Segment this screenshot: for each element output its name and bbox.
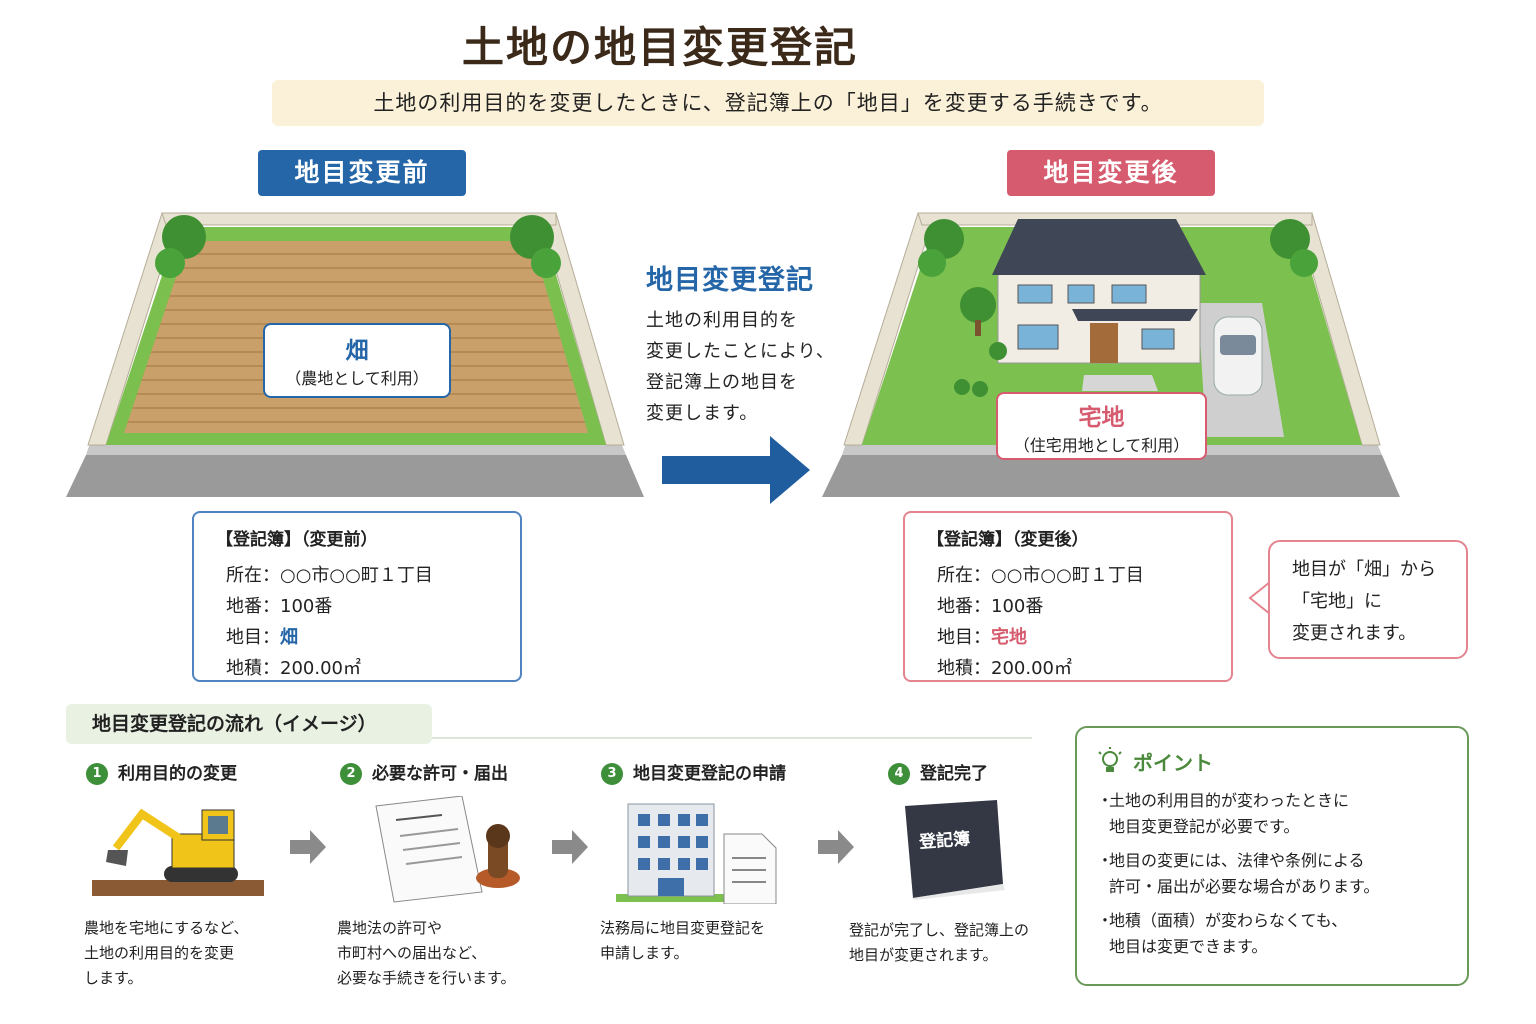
middle-line-2: 変更したことにより、 [646, 341, 835, 362]
callout-line-2: 「宅地」に [1292, 591, 1382, 612]
middle-line-3: 登記簿上の地目を [646, 372, 798, 393]
register-after-lot: 地番：100番 [937, 596, 1044, 617]
book-label: 登記簿 [918, 829, 971, 853]
flow-heading: 地目変更登記の流れ（イメージ） [66, 704, 432, 744]
point-heading: ポイント [1095, 746, 1467, 776]
step-2-title: 2 必要な許可・届出 [340, 760, 508, 788]
step-1-desc-line: 土地の利用目的を変更 [84, 944, 235, 962]
residential-label-main: 宅地 [1078, 405, 1125, 431]
register-after-chimoku: 地目：宅地 [927, 622, 1213, 653]
step-2-number: 2 [340, 763, 362, 785]
residential-label-sub: （住宅用地として利用） [1013, 436, 1190, 455]
point-item-line: 地目は変更できます。 [1109, 937, 1268, 956]
field-label-sub: （農地として利用） [285, 369, 429, 388]
callout-line-1: 地目が「畑」から [1292, 559, 1436, 580]
residential-label: 宅地 （住宅用地として利用） [996, 392, 1207, 460]
register-after-area: 地積：200.00㎡ [937, 658, 1072, 679]
point-item: ・ 地積（面積）が変わらなくても、 地目は変更できます。 [1095, 908, 1467, 960]
register-before-chimoku-value: 畑 [280, 627, 298, 648]
step-2-desc-line: 市町村への届出など、 [337, 944, 487, 962]
step-4-desc-line: 登記が完了し、登記簿上の [849, 921, 1030, 939]
register-after-chimoku-value: 宅地 [991, 627, 1027, 648]
point-item-line: 許可・届出が必要な場合があります。 [1109, 877, 1380, 896]
register-before-heading: 【登記簿】（変更前） [216, 530, 378, 550]
register-after-location: 所在：○○市○○町１丁目 [937, 565, 1144, 586]
change-callout: 地目が「畑」から 「宅地」に 変更されます。 [1268, 540, 1468, 659]
excavator-icon [92, 808, 264, 896]
point-item-line: 地目変更登記が必要です。 [1109, 817, 1300, 836]
field-label-main: 畑 [345, 338, 369, 364]
register-before-chimoku: 地目：畑 [216, 622, 502, 653]
step-1-desc-line: 農地を宅地にするなど、 [84, 919, 249, 937]
register-before-location: 所在：○○市○○町１丁目 [226, 565, 433, 586]
register-before-area: 地積：200.00㎡ [226, 658, 361, 679]
step-3-desc: 法務局に地目変更登記を 申請します。 [600, 916, 765, 966]
step-4-label: 登記完了 [920, 764, 988, 784]
page-subtitle: 土地の利用目的を変更したときに、登記簿上の「地目」を変更する手続きです。 [272, 80, 1264, 126]
lightbulb-icon [1098, 747, 1122, 772]
step-4-title: 4 登記完了 [888, 760, 988, 788]
document-stamp-icon [375, 796, 520, 903]
arrow-right-icon [662, 436, 810, 504]
step-3-label: 地目変更登記の申請 [633, 764, 786, 784]
step-2-desc: 農地法の許可や 市町村への届出など、 必要な手続きを行います。 [337, 916, 516, 991]
step-4-desc: 登記が完了し、登記簿上の 地目が変更されます。 [849, 918, 1029, 968]
step-1-title: 1 利用目的の変更 [86, 760, 237, 788]
point-item-line: 地目の変更には、法律や条例による [1109, 851, 1365, 870]
arrow-right-icon [552, 830, 588, 864]
register-after: 【登記簿】（変更後） 所在：○○市○○町１丁目 地番：100番 地目：宅地 地積… [903, 511, 1233, 682]
bullet: ・ [1097, 791, 1114, 810]
bullet: ・ [1097, 911, 1114, 930]
arrow-right-icon [290, 830, 326, 864]
middle-title: 地目変更登記 [646, 265, 814, 296]
after-badge: 地目変更後 [1007, 150, 1215, 196]
bullet: ・ [1097, 851, 1114, 870]
point-item-line: 地積（面積）が変わらなくても、 [1109, 911, 1348, 930]
point-box: ポイント ・ 土地の利用目的が変わったときに 地目変更登記が必要です。 ・ 地目… [1075, 726, 1469, 986]
building-icon [616, 803, 777, 904]
flow-divider [66, 737, 1032, 739]
step-3-title: 3 地目変更登記の申請 [601, 760, 786, 788]
point-heading-label: ポイント [1133, 750, 1213, 775]
step-1-label: 利用目的の変更 [118, 764, 237, 784]
middle-line-4: 変更します。 [646, 403, 759, 424]
step-2-desc-line: 必要な手続きを行います。 [337, 969, 516, 987]
page-title: 土地の地目変更登記 [461, 23, 858, 72]
residential-illustration [822, 212, 1400, 497]
register-before-lot: 地番：100番 [226, 596, 333, 617]
step-1-number: 1 [86, 763, 108, 785]
book-shape [905, 800, 1005, 900]
register-book-icon: 登記簿 [893, 800, 1005, 900]
step-2-desc-line: 農地法の許可や [337, 919, 443, 937]
arrow-right-icon [818, 830, 854, 864]
register-before-chimoku-label: 地目： [226, 627, 280, 648]
field-label: 畑 （農地として利用） [263, 323, 451, 398]
step-3-number: 3 [601, 763, 623, 785]
before-badge: 地目変更前 [258, 150, 466, 196]
callout-line-3: 変更されます。 [1292, 623, 1417, 644]
step-3-desc-line: 申請します。 [600, 944, 689, 962]
step-4-number: 4 [888, 763, 910, 785]
register-after-heading: 【登記簿】（変更後） [927, 530, 1089, 550]
register-after-chimoku-label: 地目： [937, 627, 991, 648]
step-1-desc-line: します。 [84, 969, 143, 987]
step-1-desc: 農地を宅地にするなど、 土地の利用目的を変更 します。 [84, 916, 248, 991]
point-item: ・ 地目の変更には、法律や条例による 許可・届出が必要な場合があります。 [1095, 848, 1467, 900]
middle-line-1: 土地の利用目的を [646, 310, 798, 331]
register-before: 【登記簿】（変更前） 所在：○○市○○町１丁目 地番：100番 地目：畑 地積：… [192, 511, 522, 682]
point-item-line: 土地の利用目的が変わったときに [1109, 791, 1350, 810]
step-2-label: 必要な許可・届出 [372, 764, 508, 784]
step-4-desc-line: 地目が変更されます。 [849, 946, 998, 964]
step-3-desc-line: 法務局に地目変更登記を [600, 919, 766, 937]
point-item: ・ 土地の利用目的が変わったときに 地目変更登記が必要です。 [1095, 788, 1467, 840]
